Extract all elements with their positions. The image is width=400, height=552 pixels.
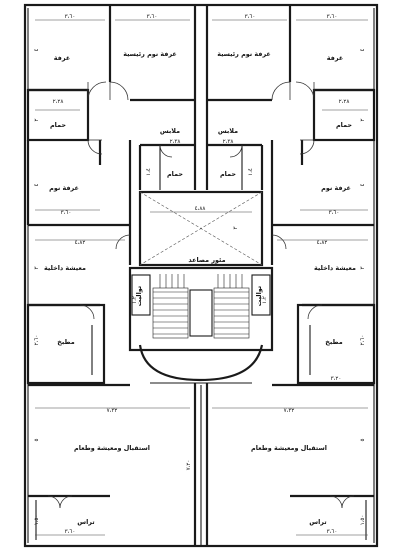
dim-text: ٤،٨٨ [195,205,206,212]
label-inner-living-left: معيشة داخلية [44,264,86,272]
dim-text: ٣،٢٠ [331,376,342,382]
label-bathroom-left: حمام [50,121,66,129]
dim-text-v: ٣ [360,266,366,269]
dim-text-v: ٤ [359,48,366,51]
kitchen-left-wall [26,303,106,385]
dim-text-v: ٥ [360,438,366,441]
stair-steps-top [159,274,243,288]
dimension-lines [35,19,368,536]
dim-text: ٣،٦٠ [65,529,76,535]
label-room-right: غرفة [327,54,343,62]
door-swings [47,81,355,509]
label-toilet-right: تواليت [255,286,263,306]
label-kitchen-right: مطبخ [325,338,342,346]
dim-text-v: ٥ [34,438,40,441]
stair-steps-right [213,287,250,339]
label-elevator: مئور مصاعد [188,256,225,264]
label-bathroom-right: حمام [336,121,352,129]
kitchen-right-wall [296,303,376,385]
dim-text: ٢،٣٨ [223,139,234,145]
dim-text: ٣،٦٠ [245,14,256,20]
stair-steps-left [152,287,189,339]
dim-text-v: ١،٥٠ [360,515,366,526]
wall [26,88,90,142]
dim-text-v: ١،٥٠ [34,515,40,526]
dim-text: ٣،٦٠ [147,14,158,20]
dim-text-v: ١،٢ [132,296,138,304]
label-bathroom-center-left: حمام [167,170,183,178]
dim-text-v: ٤ [33,183,40,186]
stair-well [189,289,213,337]
dim-text: ٣،٦٠ [61,210,72,216]
toilet-left-wall [131,274,151,316]
dim-text-v: ١،٢ [262,296,268,304]
label-reception-right: استقبال ومعيشة وطعام [251,444,327,452]
dim-text: ٣،٦٠ [65,14,76,20]
label-reception-left: استقبال ومعيشة وطعام [74,444,150,452]
dim-text-v: ٢،٦٠ [34,335,40,346]
dim-text: ٤،٨٢ [75,239,86,246]
label-bedroom-right: غرفة نوم [321,184,351,192]
dim-text-v: ٣ [233,226,239,229]
label-wardrobe-left: ملابس [160,127,180,135]
label-toilet-left: تواليت [135,286,143,306]
label-terrace-right: تراس [309,518,326,526]
dim-text-v: ١،٤ [145,168,152,176]
dim-text-v: ٢ [34,118,40,121]
label-master-bedroom-left: غرفة نوم رئيسية [123,50,177,58]
dim-text: ٣،٦٠ [329,210,340,216]
label-terrace-left: تراس [77,518,94,526]
label-kitchen-left: مطبخ [57,338,74,346]
label-master-bedroom-right: غرفة نوم رئيسية [217,50,271,58]
dim-text: ٢،٢٨ [339,99,350,105]
wall [312,88,376,142]
dim-text-v: ٢،٦٠ [360,335,366,346]
dim-text-v: ٢ [360,118,366,121]
dim-text-v: ٣ [34,266,40,269]
label-room-left: غرفة [54,54,70,62]
dim-text: ٢،٢٨ [53,99,64,105]
elevator-shaft [138,190,264,267]
landing-curve [138,344,264,382]
label-bathroom-center-right: حمام [220,170,236,178]
elevator-cross-2 [139,191,263,266]
dim-text: ٧،٣٢ [284,408,295,414]
toilet-right-wall [251,274,271,316]
dim-text-v: ٧،٢٠ [186,460,192,471]
dim-text: ٣،٦٠ [327,14,338,20]
dim-text-v: ٤ [33,48,40,51]
dim-text: ٤،٨٢ [317,239,328,246]
label-bedroom-left: غرفة نوم [49,184,79,192]
dim-text: ٧،٣٢ [107,408,118,414]
stair-core [128,266,274,352]
dim-text-v: ٤ [359,183,366,186]
dim-text: ٣،٦٠ [327,529,338,535]
label-inner-living-right: معيشة داخلية [314,264,356,272]
label-wardrobe-right: ملابس [218,127,238,135]
dim-text: ٢،٣٨ [170,139,181,145]
dim-text-v: ١،٤ [247,168,254,176]
